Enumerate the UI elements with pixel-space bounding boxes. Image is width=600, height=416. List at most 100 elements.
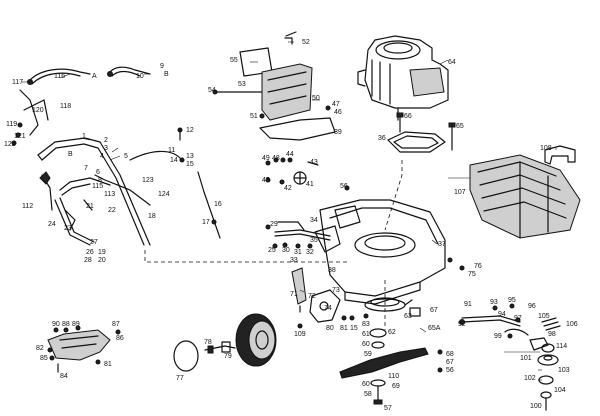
callout-5: 5 — [124, 153, 128, 160]
callout-B2: B — [68, 151, 73, 158]
callout-62: 62 — [388, 329, 396, 336]
callout-81-lower: 81 — [104, 361, 112, 368]
callout-1: 1 — [82, 133, 86, 140]
callout-105: 105 — [538, 313, 550, 320]
callout-90: 90 — [52, 321, 60, 328]
callout-52: 52 — [302, 39, 310, 46]
callout-23: 23 — [64, 225, 72, 232]
grass-catcher — [469, 145, 581, 239]
handle-frame — [37, 137, 151, 246]
callout-124: 124 — [158, 191, 170, 198]
callout-85: 85 — [40, 355, 48, 362]
callout-47: 47 — [332, 101, 340, 108]
callout-112: 112 — [22, 203, 33, 210]
callout-91: 91 — [464, 301, 472, 308]
callout-75: 75 — [468, 271, 476, 278]
control-bar-assembly — [11, 89, 49, 146]
callout-33: 33 — [290, 257, 298, 264]
assembly-line-handle — [144, 250, 350, 263]
callout-22: 22 — [108, 207, 116, 214]
engine-bolts — [396, 112, 456, 151]
callout-69: 69 — [392, 383, 400, 390]
callout-74: 74 — [324, 305, 332, 312]
callout-98: 98 — [548, 331, 556, 338]
callout-15: 15 — [186, 161, 194, 168]
callout-87: 87 — [112, 321, 120, 328]
callout-17: 17 — [202, 219, 210, 226]
callout-13: 13 — [186, 153, 194, 160]
callout-110: 110 — [388, 373, 399, 380]
callout-56: 56 — [340, 183, 348, 190]
callout-106: 106 — [566, 321, 578, 328]
callout-60-lower: 60 — [362, 381, 370, 388]
rear-flap-assembly — [212, 31, 336, 141]
callout-86: 86 — [116, 335, 124, 342]
mulch-plate — [47, 325, 121, 373]
callout-A: A — [92, 73, 97, 80]
callout-34: 34 — [310, 217, 318, 224]
callout-123: 123 — [142, 177, 154, 184]
callout-95: 95 — [508, 297, 516, 304]
callout-81: 81 — [340, 325, 348, 332]
callout-51: 51 — [250, 113, 258, 120]
callout-38: 38 — [328, 267, 336, 274]
blade-assembly — [339, 297, 443, 405]
callout-48: 48 — [272, 155, 280, 162]
callout-25: 25 — [268, 247, 276, 254]
callout-83: 83 — [362, 321, 370, 328]
callout-43: 43 — [310, 159, 318, 166]
callout-11: 11 — [168, 147, 175, 154]
callout-41: 41 — [306, 181, 314, 188]
callout-6: 6 — [96, 169, 100, 176]
callout-79: 79 — [224, 353, 232, 360]
callout-50: 50 — [312, 95, 320, 102]
callout-113: 113 — [104, 191, 115, 198]
callout-37: 37 — [438, 241, 446, 248]
callout-21: 21 — [86, 203, 94, 210]
callout-16: 16 — [214, 201, 222, 208]
callout-31: 31 — [294, 249, 302, 256]
callout-80: 80 — [326, 325, 334, 332]
callout-104: 104 — [554, 387, 566, 394]
callout-78: 78 — [204, 339, 212, 346]
callout-26: 26 — [86, 249, 94, 256]
callout-2: 2 — [104, 137, 108, 144]
callout-114: 114 — [556, 343, 567, 350]
callout-10: 10 — [136, 73, 144, 80]
callout-8: 8 — [98, 177, 102, 184]
front-wheel-assembly — [173, 267, 369, 372]
callout-107: 107 — [454, 189, 466, 196]
callout-20: 20 — [98, 257, 106, 264]
callout-67: 67 — [430, 307, 438, 314]
callout-18: 18 — [148, 213, 156, 220]
callout-B: B — [164, 71, 169, 78]
callout-54: 54 — [208, 87, 216, 94]
throttle-cable — [129, 127, 221, 239]
callout-49: 49 — [262, 155, 270, 162]
rear-axle — [265, 221, 341, 253]
leader-lines — [22, 41, 557, 381]
callout-76: 76 — [474, 263, 482, 270]
callout-57: 57 — [384, 405, 392, 412]
callout-labels: 117 116 A 10 9 B 118 120 119 121 122 1 2… — [4, 39, 578, 412]
callout-103: 103 — [558, 367, 570, 374]
callout-93: 93 — [490, 299, 498, 306]
callout-3: 3 — [104, 145, 108, 152]
callout-119: 119 — [6, 121, 17, 128]
callout-94: 94 — [498, 311, 506, 318]
height-adjust-lever — [265, 157, 319, 185]
callout-56-lower: 56 — [446, 367, 454, 374]
callout-77: 77 — [176, 375, 184, 382]
callout-68: 68 — [446, 351, 454, 358]
callout-63: 63 — [404, 313, 412, 320]
callout-115: 115 — [92, 183, 103, 190]
callout-39: 39 — [334, 129, 342, 136]
callout-28: 28 — [84, 257, 92, 264]
callout-12: 12 — [186, 127, 194, 134]
callout-59: 59 — [364, 351, 372, 358]
callout-122: 122 — [4, 141, 16, 148]
callout-32: 32 — [306, 249, 314, 256]
callout-42: 42 — [284, 185, 292, 192]
callout-55: 55 — [230, 57, 238, 64]
callout-100: 100 — [530, 403, 542, 410]
